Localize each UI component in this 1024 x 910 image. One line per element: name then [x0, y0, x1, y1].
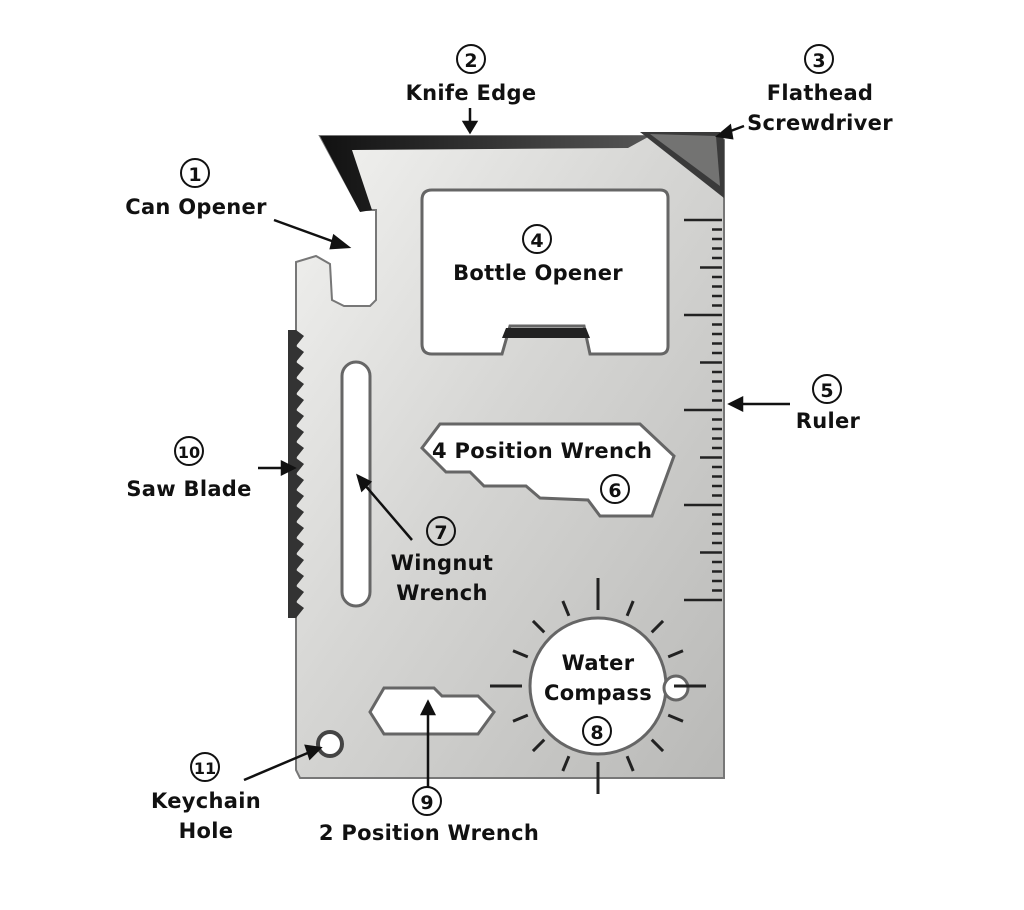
part-number-5: 5: [812, 374, 842, 404]
keychain-hole: [318, 732, 342, 756]
label-bottle-opener: Bottle Opener: [452, 258, 624, 288]
label-compass: Compass: [538, 678, 658, 708]
label-knife-edge: Knife Edge: [392, 78, 550, 108]
part-number-4: 4: [522, 224, 552, 254]
part-number-1: 1: [180, 158, 210, 188]
part-number-9: 9: [412, 786, 442, 816]
label-2-position-wrench: 2 Position Wrench: [318, 818, 540, 848]
label-wingnut: Wingnut: [390, 548, 494, 578]
label-wrench: Wrench: [390, 578, 494, 608]
part-number-11: 11: [190, 752, 220, 782]
label-water: Water: [546, 648, 650, 678]
label-can-opener: Can Opener: [120, 192, 272, 222]
part-number-3: 3: [804, 44, 834, 74]
part-number-8: 8: [582, 716, 612, 746]
label-saw-blade: Saw Blade: [122, 474, 256, 504]
label-hole: Hole: [168, 816, 244, 846]
part-number-10: 10: [174, 436, 204, 466]
label-4-position-wrench: 4 Position Wrench: [432, 436, 652, 466]
label-ruler: Ruler: [788, 406, 868, 436]
part-number-6: 6: [600, 474, 630, 504]
label-keychain: Keychain: [148, 786, 264, 816]
label-flathead: Flathead: [750, 78, 890, 108]
part-number-2: 2: [456, 44, 486, 74]
part-number-7: 7: [426, 516, 456, 546]
label-screwdriver: Screwdriver: [742, 108, 898, 138]
